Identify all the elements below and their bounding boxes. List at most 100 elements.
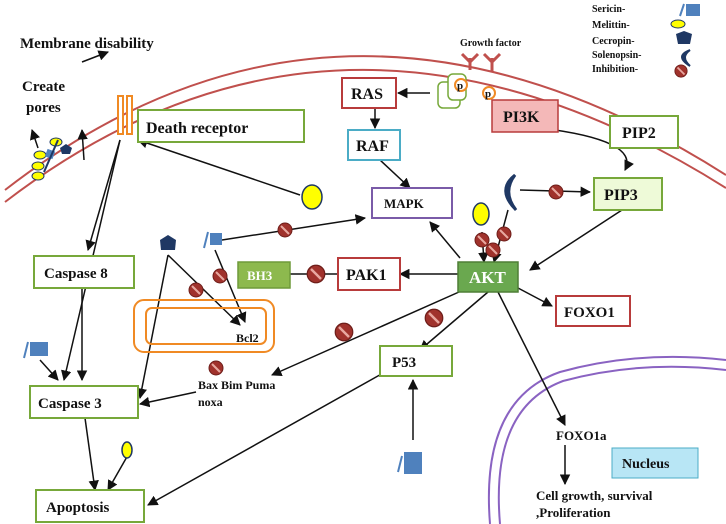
arrow-akt-p53	[419, 291, 489, 351]
pore-complex	[31, 137, 72, 181]
arrow-melittin-death	[137, 138, 301, 196]
arrow-create-pores	[30, 129, 40, 149]
foxo1a-label: FOXO1a	[556, 428, 607, 443]
melittin-icon-apoptosis	[121, 441, 133, 459]
caspase8-box	[33, 255, 135, 289]
foxo1-label: FOXO1	[564, 305, 615, 321]
legend-melittin-label: Melittin-	[592, 20, 630, 31]
inhibition-icon-akt-bax	[334, 322, 354, 342]
akt-label: AKT	[469, 268, 507, 287]
inhibition-icon-sericin-akt	[485, 242, 501, 258]
bcl2-outer-frame	[133, 299, 275, 353]
pip2-box	[609, 115, 679, 149]
arrow-sericin-caspase3	[39, 359, 59, 381]
legend-melittin-icon	[670, 19, 686, 29]
p-label-1: p	[457, 80, 463, 92]
raf-label: RAF	[356, 138, 389, 155]
legend-inhibition-icon	[674, 64, 688, 78]
legend-solenopsin-icon	[681, 49, 691, 67]
ras-label: RAS	[351, 86, 383, 103]
pi3k-label: PI3K	[503, 109, 540, 126]
arrow-cecropin-bcl2	[167, 254, 241, 326]
cell-growth-label-line2: ,Proliferation	[536, 505, 611, 520]
solenopsin-icon	[504, 173, 518, 212]
arrow-caspase3-apoptosis	[84, 417, 99, 492]
legend-inhibition-label: Inhibition-	[592, 64, 638, 75]
cell-growth-label-line1: Cell growth, survival	[536, 488, 653, 503]
pip3-label: PIP3	[604, 187, 638, 204]
nucleus-envelope-inner	[497, 365, 726, 524]
inhibition-icon-mapk	[277, 222, 293, 238]
bax-label-line2: noxa	[198, 395, 223, 409]
p-label-2: p	[485, 88, 491, 100]
arrow-akt-foxo1	[517, 287, 553, 307]
growth-factor-label: Growth factor	[460, 38, 522, 49]
inhibition-icon-akt-mel	[474, 232, 490, 248]
bcl2-label: Bcl2	[236, 331, 259, 345]
melittin-icon-akt	[472, 202, 490, 226]
apoptosis-box	[35, 489, 145, 523]
nucleus-envelope	[487, 355, 726, 524]
nucleus-box	[611, 447, 699, 479]
sericin-icon-p53	[397, 452, 422, 474]
pi3k-box	[491, 99, 559, 133]
arrow-akt-bax	[271, 287, 469, 376]
pak1-box	[337, 257, 401, 291]
death-receptor-icon	[117, 95, 133, 135]
bh3-label: BH3	[247, 268, 273, 283]
inhibition-icon-pip3	[548, 184, 564, 200]
legend-sericin-icon	[679, 3, 700, 17]
apoptosis-label: Apoptosis	[46, 500, 110, 516]
arrow-akt-mapk	[429, 221, 461, 259]
legend-cecropin-icon	[676, 31, 692, 44]
foxo1-box	[555, 295, 631, 327]
arrow-p53-apoptosis	[147, 371, 386, 506]
arrow-akt-foxo1a	[497, 291, 566, 426]
raf-box	[347, 129, 401, 161]
cecropin-icon	[160, 235, 176, 250]
bcl2-inner-frame	[145, 307, 267, 345]
inhibition-icon-akt-sol	[496, 226, 512, 242]
arrow-cecropin-caspase3	[136, 254, 169, 400]
pak1-label: PAK1	[346, 267, 387, 284]
p-marker-2	[482, 86, 496, 100]
p53-label: P53	[392, 355, 416, 371]
arrow-raf-mapk	[379, 159, 411, 189]
nucleus-label: Nucleus	[622, 457, 670, 472]
arrow-bax-caspase3	[138, 391, 197, 408]
inhibition-icon-cecropin-bcl2	[188, 282, 204, 298]
inhibition-icon-bcl2-bax	[208, 360, 224, 376]
mapk-label: MAPK	[384, 196, 425, 211]
membrane-disability-label: Membrane disability	[20, 36, 154, 52]
p53-box	[379, 345, 453, 377]
growth-factor-receptor	[460, 52, 502, 72]
pip3-box	[593, 177, 663, 211]
inhibition-icon-akt-p53	[424, 308, 444, 328]
inhibition-icon-sericin-bcl2	[212, 268, 228, 284]
bax-label-line1: Bax Bim Puma	[198, 378, 275, 392]
caspase3-box	[29, 385, 139, 419]
death-receptor-box	[137, 109, 305, 143]
pip2-label: PIP2	[622, 125, 656, 142]
bh3-box	[237, 261, 291, 289]
inhibition-icon-bh3-pak1	[306, 264, 326, 284]
melittin-icon	[301, 184, 323, 210]
arrow-melittin-apoptosis	[107, 454, 129, 491]
sericin-icon-caspase3	[23, 341, 48, 359]
legend-sericin-label: Sericin-	[592, 4, 625, 15]
caspase8-label: Caspase 8	[44, 266, 108, 282]
legend: Sericin- Melittin- Cecropin- Solenopsin-…	[592, 3, 700, 78]
create-label: Create	[22, 79, 65, 95]
death-receptor-label: Death receptor	[146, 120, 248, 137]
ras-box	[341, 77, 397, 109]
legend-cecropin-label: Cecropin-	[592, 36, 635, 47]
mapk-box	[371, 187, 453, 219]
akt-box	[457, 261, 519, 293]
caspase3-label: Caspase 3	[38, 396, 102, 412]
pores-label: pores	[26, 100, 61, 116]
p-marker-1	[454, 78, 468, 92]
arrow-death-caspase8	[85, 139, 121, 252]
arrow-pip3-akt	[529, 209, 623, 271]
